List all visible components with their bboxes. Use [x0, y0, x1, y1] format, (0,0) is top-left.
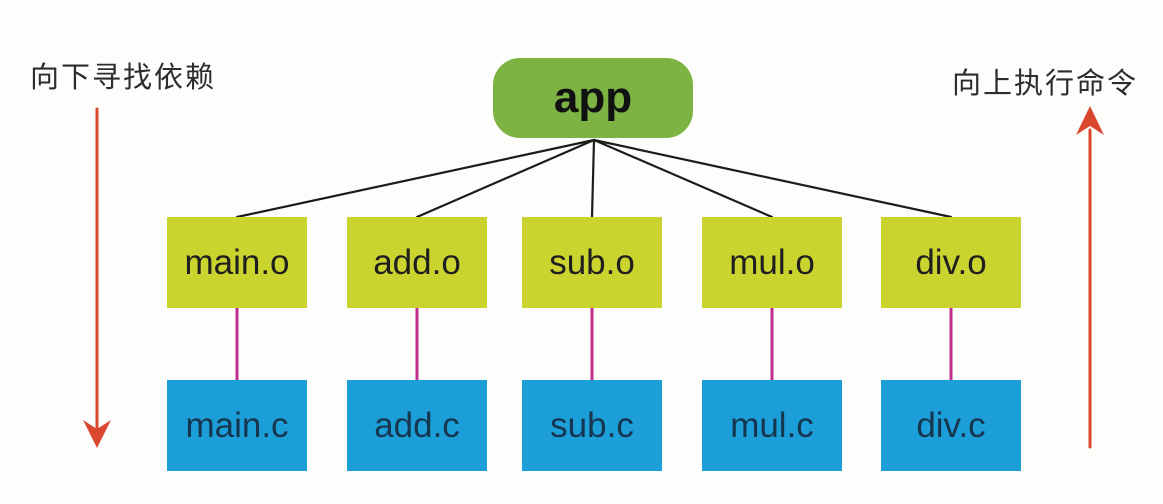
dependency-line-app-main-o	[235, 138, 596, 219]
node-add-o: add.o	[347, 217, 487, 308]
node-sub-o: sub.o	[522, 217, 662, 308]
up-arrow-head	[1076, 106, 1104, 135]
dependency-line-app-mul-o	[592, 138, 774, 219]
node-mul-o: mul.o	[702, 217, 842, 308]
dependency-line-app-add-o	[415, 138, 596, 219]
left-annotation: 向下寻找依赖	[30, 62, 217, 94]
node-main-o: main.o	[167, 217, 307, 308]
node-sub-c: sub.c	[522, 380, 662, 471]
down-arrow-head	[83, 420, 111, 448]
node-app: app	[493, 58, 693, 138]
node-mul-c: mul.c	[702, 380, 842, 471]
node-div-c: div.c	[881, 380, 1021, 471]
down-arrow	[83, 107, 111, 448]
node-main-c: main.c	[167, 380, 307, 471]
node-add-c: add.c	[347, 380, 487, 471]
dependency-line-app-div-o	[592, 138, 953, 219]
node-div-o: div.o	[881, 217, 1021, 308]
up-arrow	[1076, 106, 1104, 449]
right-annotation: 向上执行命令	[951, 68, 1138, 100]
dependency-line-app-sub-o	[590, 138, 596, 219]
